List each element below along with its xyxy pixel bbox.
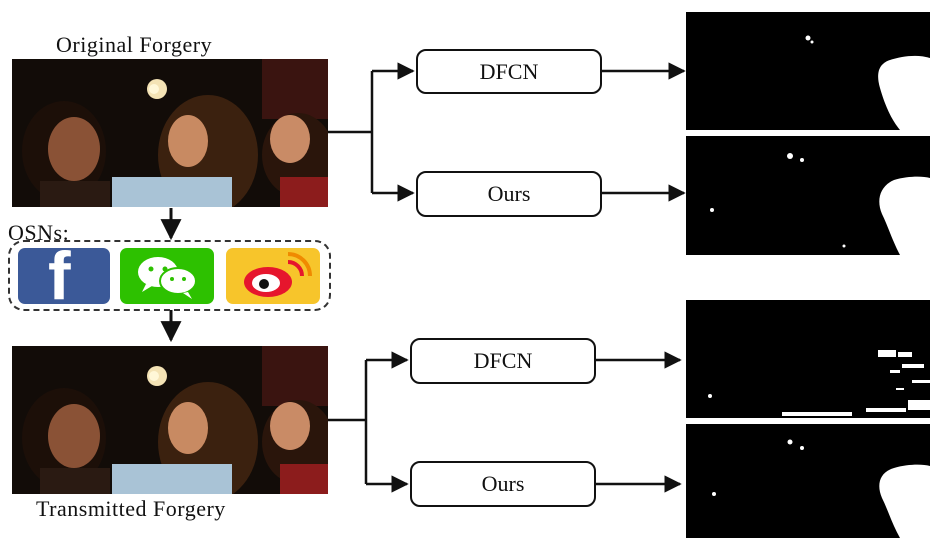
facebook-glyph: f [48, 248, 71, 304]
original-forgery-image [12, 59, 328, 207]
top-dfcn-box: DFCN [416, 49, 602, 94]
bottom-dfcn-mask [686, 300, 930, 418]
facebook-icon: f [18, 248, 110, 304]
top-ours-box: Ours [416, 171, 602, 217]
bottom-ours-box: Ours [410, 461, 596, 507]
bottom-ours-mask [686, 424, 930, 538]
bottom-dfcn-box: DFCN [410, 338, 596, 384]
weibo-icon [226, 248, 320, 304]
transmitted-forgery-image [12, 346, 328, 494]
top-connectors [328, 62, 686, 202]
osn-platforms-box [8, 240, 331, 311]
top-ours-mask [686, 136, 930, 255]
top-dfcn-mask [686, 12, 930, 130]
original-forgery-title: Original Forgery [56, 32, 213, 57]
wechat-icon [120, 248, 214, 304]
transmitted-forgery-title: Transmitted Forgery [36, 496, 226, 521]
bottom-connectors [328, 351, 682, 493]
